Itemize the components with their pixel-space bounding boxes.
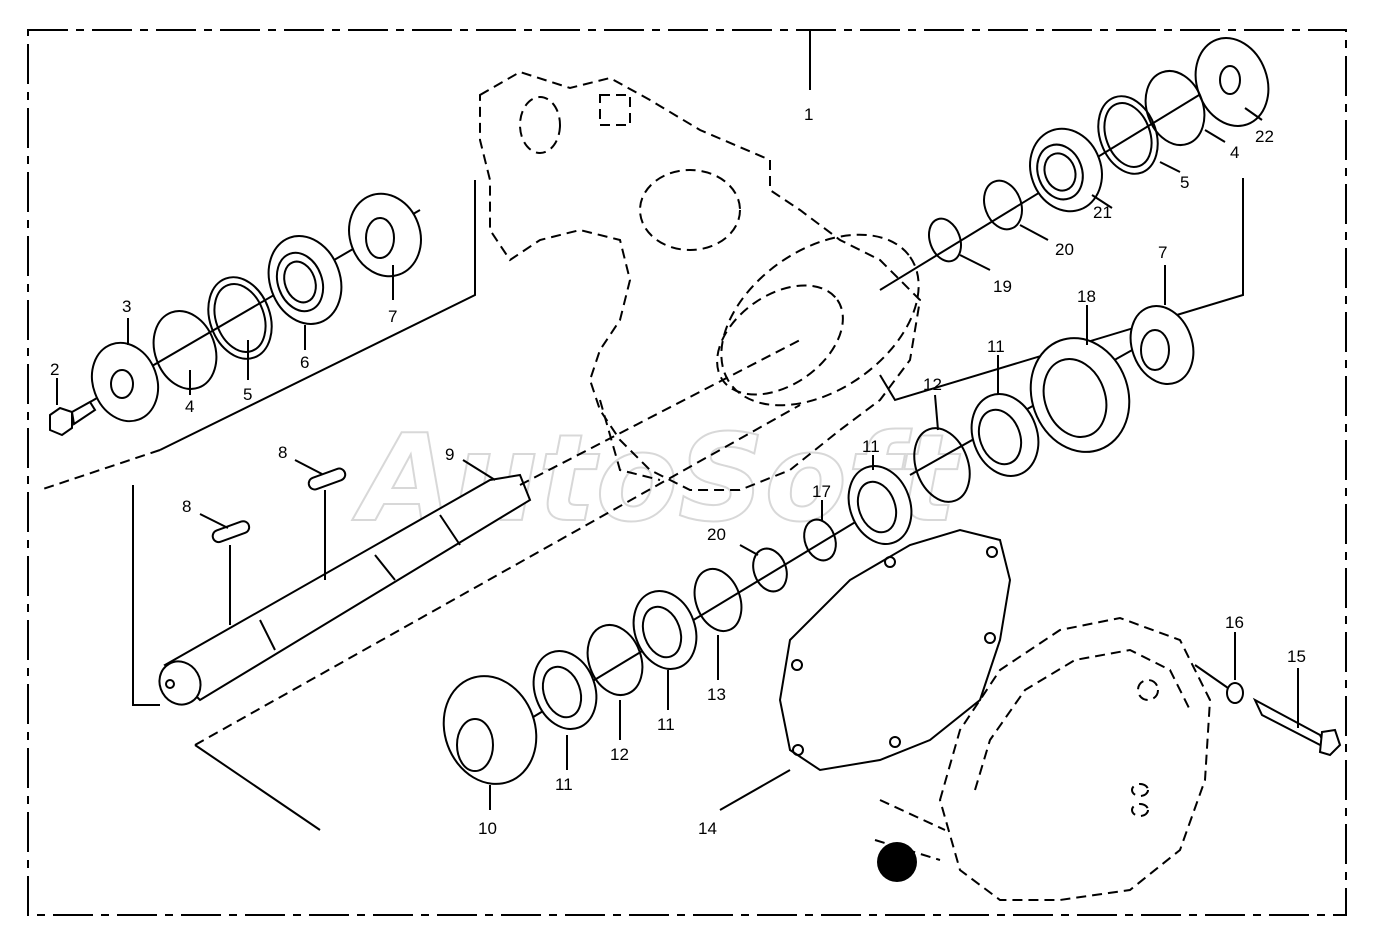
label-7: 7 (388, 307, 397, 326)
gasket (778, 528, 1012, 772)
bearing (847, 465, 913, 545)
key (307, 467, 347, 491)
callout-labels: 1 2 3 4 5 6 7 8 8 9 10 11 12 11 13 14 20… (50, 105, 1306, 838)
diagram-frame (27, 29, 1347, 916)
retaining-ring (928, 217, 962, 263)
label-11: 11 (987, 337, 1005, 356)
label-11: 11 (862, 437, 880, 456)
label-20: 20 (1055, 240, 1074, 259)
bolt (49, 400, 97, 437)
bevel-gear (1029, 337, 1131, 453)
leader-lines (56, 107, 1299, 811)
bearing (532, 650, 598, 730)
label-1: 1 (804, 105, 813, 124)
label-7: 7 (1158, 243, 1167, 262)
side-cover (874, 616, 1212, 901)
spacer (752, 547, 788, 593)
snap-ring (152, 310, 218, 390)
label-5: 5 (1180, 173, 1189, 192)
washer (1194, 37, 1270, 127)
label-21: 21 (1093, 203, 1112, 222)
label-2: 2 (50, 360, 59, 379)
bearing (1029, 127, 1103, 213)
label-22: 22 (1255, 127, 1274, 146)
assembly-brackets (39, 30, 1244, 831)
cover-plug (877, 842, 917, 882)
label-4: 4 (185, 397, 194, 416)
shaft (158, 339, 801, 706)
label-12: 12 (923, 375, 942, 394)
label-10: 10 (478, 819, 497, 838)
upper-right-stack (879, 37, 1270, 291)
shim (586, 624, 644, 696)
label-8: 8 (278, 443, 287, 462)
label-3: 3 (122, 297, 131, 316)
bearing (970, 393, 1040, 477)
label-11: 11 (657, 715, 675, 734)
label-17: 17 (812, 482, 831, 501)
bevel-gear (442, 675, 538, 785)
key (211, 520, 251, 544)
label-6: 6 (300, 353, 309, 372)
spacer (803, 518, 837, 562)
shim (1097, 95, 1159, 175)
shim (913, 427, 971, 503)
snap-ring (1144, 70, 1206, 146)
label-9: 9 (445, 445, 454, 464)
gasket-holes (791, 546, 998, 756)
label-19: 19 (993, 277, 1012, 296)
bearing (267, 235, 343, 325)
label-15: 15 (1287, 647, 1306, 666)
label-14: 14 (698, 819, 717, 838)
label-5: 5 (243, 385, 252, 404)
label-18: 18 (1077, 287, 1096, 306)
hub (348, 192, 422, 278)
lower-stack (442, 465, 913, 785)
shim (207, 276, 273, 360)
label-16: 16 (1225, 613, 1244, 632)
right-middle-stack (909, 305, 1195, 503)
label-4: 4 (1230, 143, 1239, 162)
snap-ring (693, 568, 743, 632)
bearing (632, 590, 698, 670)
label-12: 12 (610, 745, 629, 764)
washer (90, 341, 160, 423)
upper-left-stack (49, 192, 422, 437)
hub (1129, 305, 1195, 385)
transmission-housing (479, 70, 922, 491)
label-11: 11 (555, 775, 573, 794)
spacer (983, 179, 1023, 231)
cover-bolt (1194, 664, 1342, 757)
label-8: 8 (182, 497, 191, 516)
label-13: 13 (707, 685, 726, 704)
label-20: 20 (707, 525, 726, 544)
